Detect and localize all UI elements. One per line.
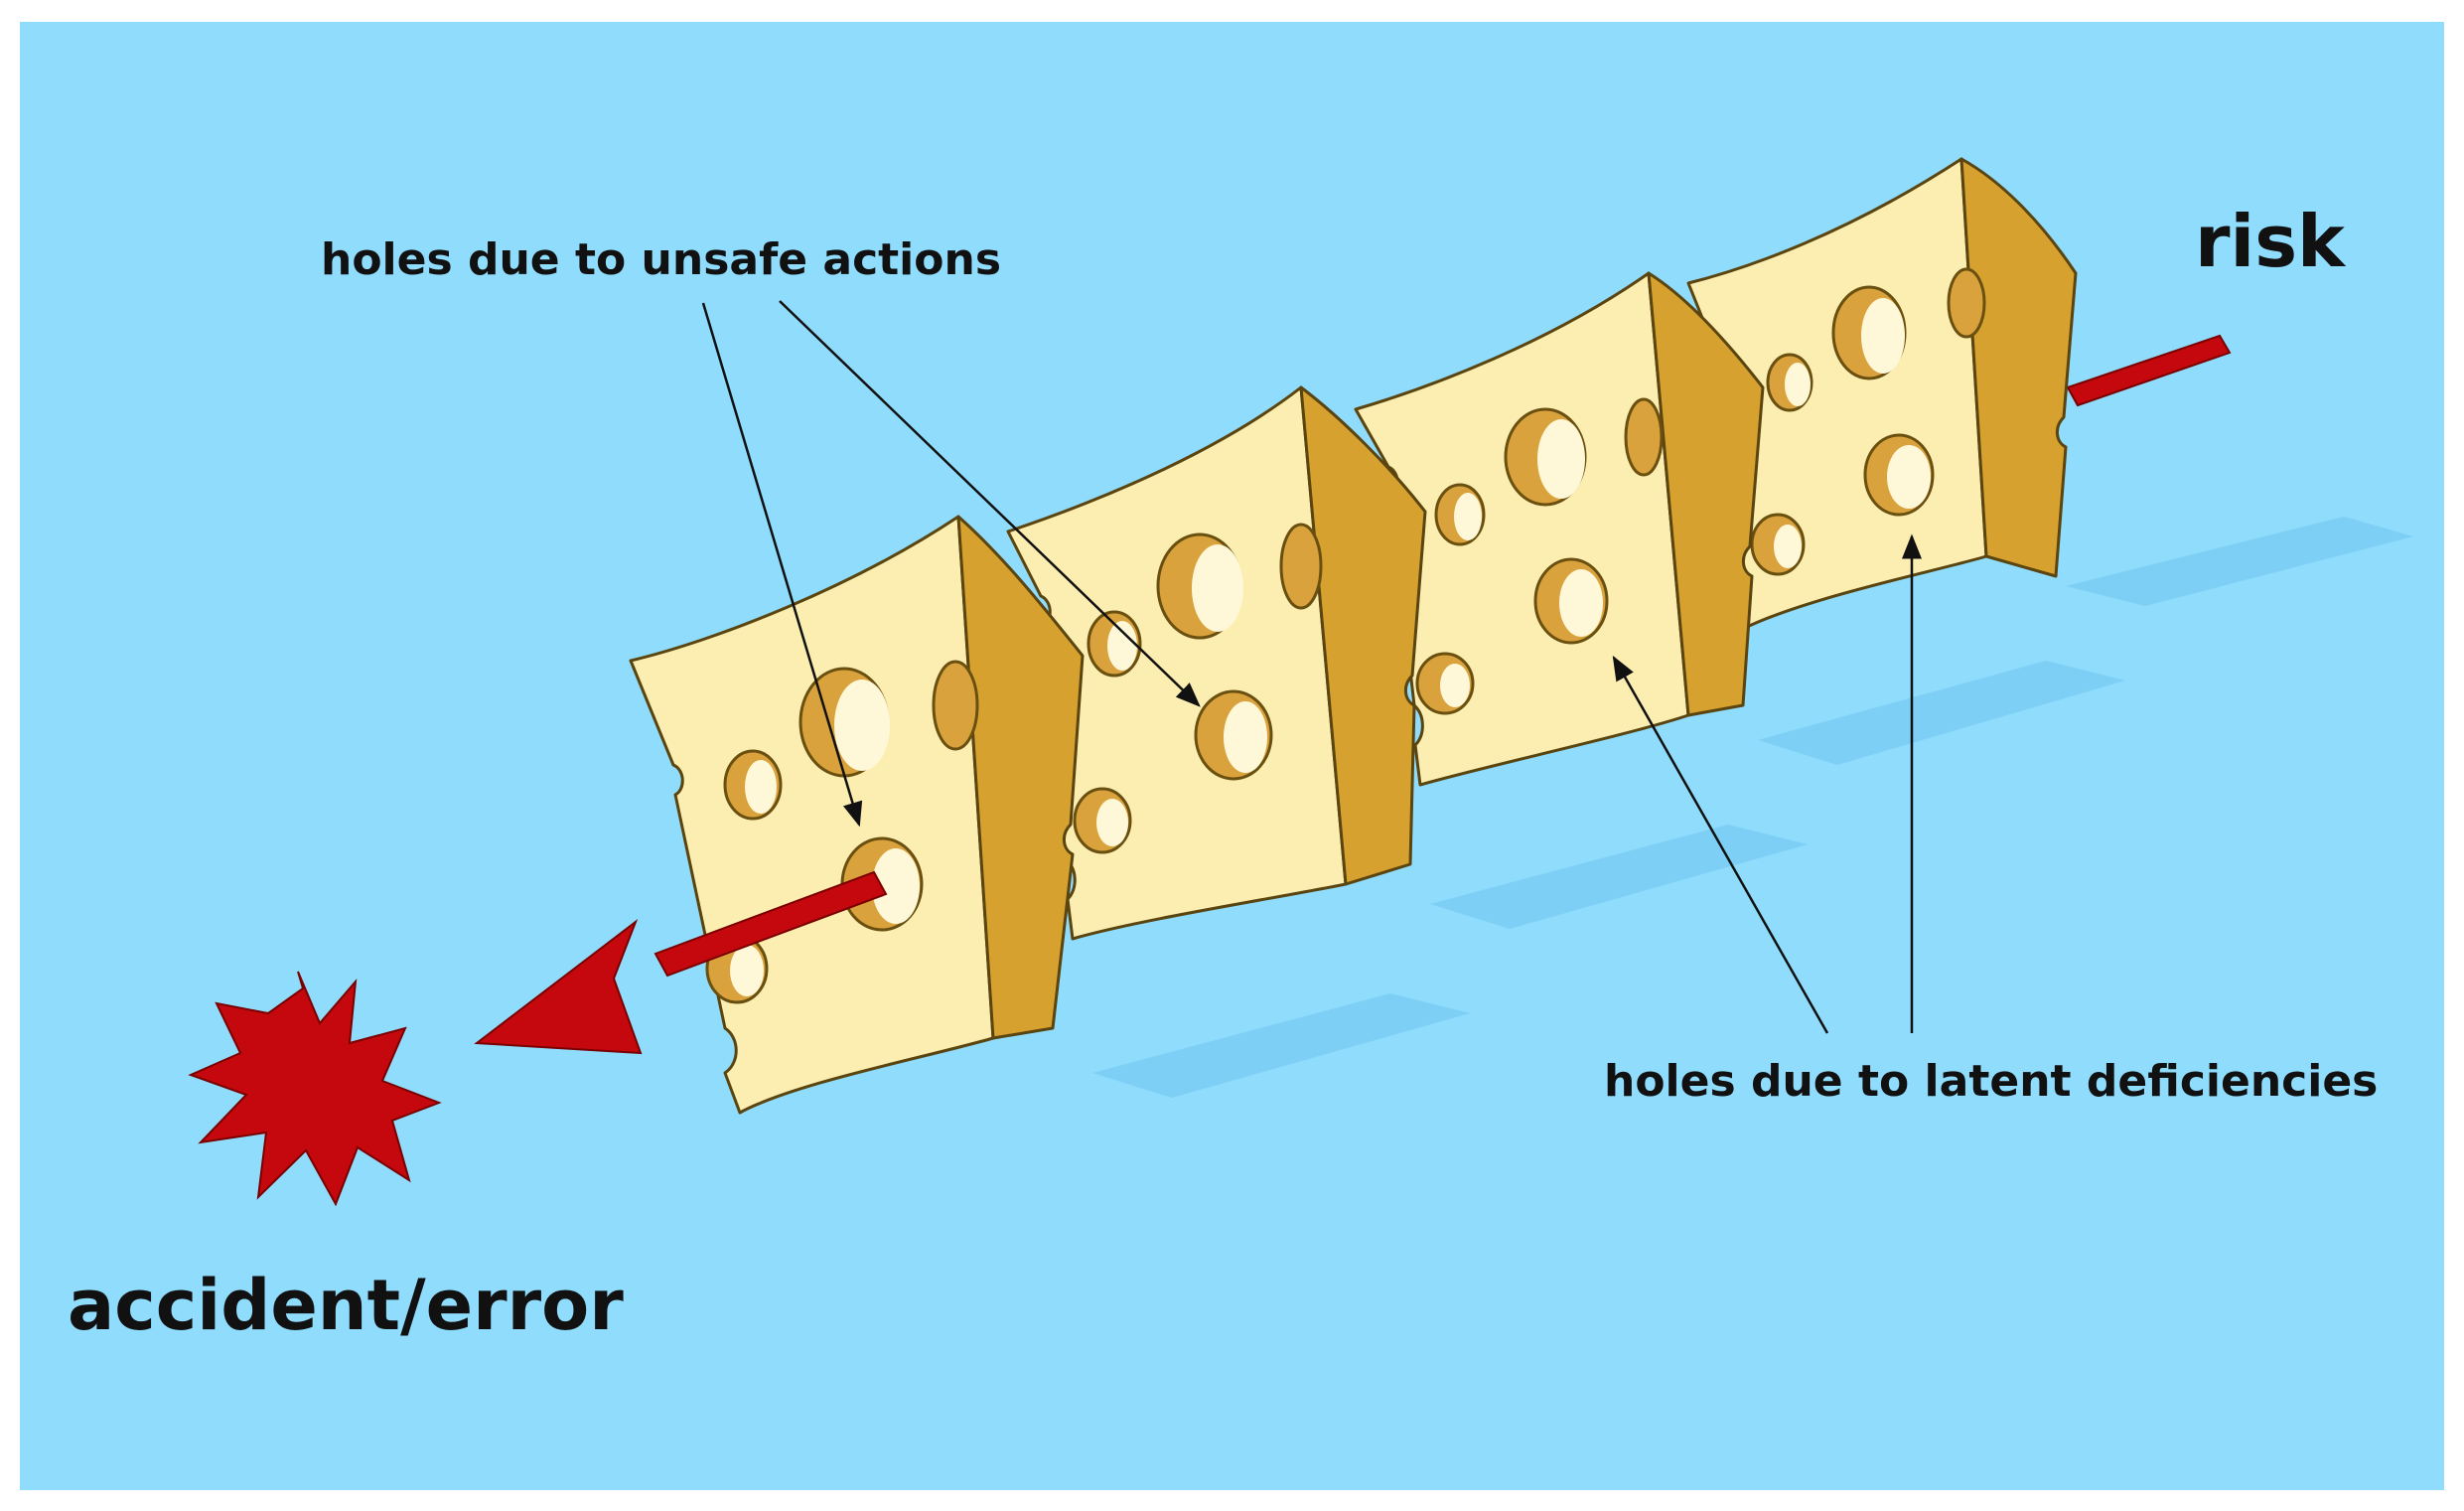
label-pointers	[701, 300, 1922, 1034]
risk-arrow-tail	[2066, 334, 2232, 407]
cheese-slice-2	[1006, 385, 1427, 941]
cheese-slice-1	[629, 515, 1085, 1115]
label-risk: risk	[2195, 200, 2347, 283]
pointer-unsafe-2	[779, 300, 1201, 707]
slice-shadows	[1092, 517, 2413, 1098]
pointer-latent-1	[1612, 655, 1829, 1034]
risk-arrow-head	[474, 870, 888, 1055]
label-unsafe-actions: holes due to unsafe actions	[321, 234, 1001, 285]
cheese-slice-3	[1354, 271, 1765, 787]
label-outcome: accident/error	[68, 1265, 624, 1346]
label-latent-deficiencies: holes due to latent deficiencies	[1604, 1056, 2378, 1107]
arrow-head-icon	[474, 919, 643, 1055]
pointer-unsafe-1	[701, 302, 863, 828]
explosion-burst-icon	[188, 971, 442, 1207]
cheese-slice-4	[1686, 157, 2078, 638]
